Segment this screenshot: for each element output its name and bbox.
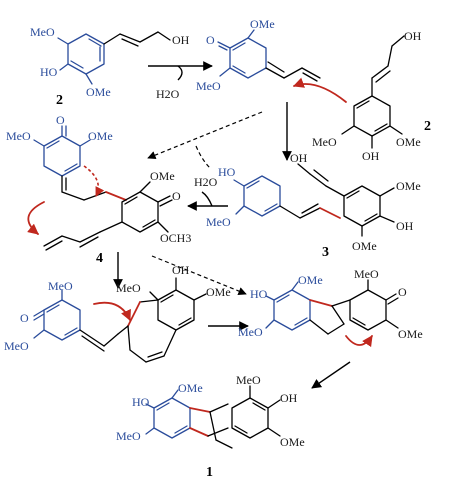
meo-label: MeO: [196, 79, 221, 93]
meo-label: MeO: [4, 339, 29, 353]
o-label: O: [172, 189, 181, 203]
dashed-arrow-4-to-cage: [151, 255, 247, 296]
ome-label: OMe: [298, 273, 323, 287]
quinone-methide-top: O OMe MeO: [196, 17, 321, 93]
compound-3: HO MeO OH OMe OH OMe 3: [206, 151, 421, 260]
meo-label: MeO: [48, 279, 73, 293]
arrow-dehydration-1: H2O: [148, 61, 213, 101]
ome-label: OMe: [88, 129, 113, 143]
oh-label: OH: [172, 33, 190, 47]
meo-label: MeO: [116, 429, 141, 443]
h2o-label: H2O: [156, 87, 180, 101]
dashed-arrow-h2o: [195, 145, 211, 169]
dashed-arrow-to-intermediate: [147, 111, 263, 160]
ome-label: OMe: [178, 381, 203, 395]
o-label: O: [398, 285, 407, 299]
ome-label: OMe: [250, 17, 275, 31]
o-label: O: [56, 113, 65, 127]
ome-label: OMe: [280, 435, 305, 449]
oh-label: OH: [290, 151, 308, 165]
oh-label: OH: [404, 29, 422, 43]
ome-label: OMe: [150, 169, 175, 183]
curly-arrow-cyclization: [27, 201, 45, 235]
molecule-2-right: OH MeO OMe OH 2: [312, 29, 431, 163]
ho-label: HO: [250, 287, 268, 301]
o-label: O: [206, 33, 215, 47]
dashed-curly-arrow: [83, 165, 105, 197]
arrow-h2o-loss: [201, 191, 213, 207]
oh-label: OH: [362, 149, 380, 163]
intermediate-bottom-left: MeO O MeO OH MeO OMe: [4, 263, 231, 363]
ome-label: OMe: [352, 239, 377, 253]
meo-label: MeO: [354, 267, 379, 281]
curly-arrow-tautomerization: [345, 335, 373, 348]
ome-label: OMe: [396, 179, 421, 193]
ho-label: HO: [218, 165, 236, 179]
curly-arrow-attack: [292, 77, 347, 103]
oh-label: OH: [280, 391, 298, 405]
molecule-2-top-left: MeO OH HO OMe 2: [30, 25, 190, 108]
compound-label-2: 2: [424, 119, 431, 134]
ho-label: HO: [132, 395, 150, 409]
compound-label-2: 2: [56, 93, 63, 108]
oh-label: OH: [396, 219, 414, 233]
och3-label: OCH3: [160, 231, 191, 245]
intermediate-bottom-right: HO MeO OMe MeO O OMe: [238, 267, 423, 348]
compound-1: HO MeO OMe MeO OH OMe 1: [116, 373, 305, 480]
ho-label: HO: [40, 65, 58, 79]
meo-label: MeO: [116, 281, 141, 295]
meo-label: MeO: [30, 25, 55, 39]
compound-4: O MeO OMe OMe O OCH3 4: [6, 113, 191, 266]
compound-label-4: 4: [96, 251, 103, 266]
meo-label: MeO: [238, 325, 263, 339]
arrow-to-1: [311, 361, 351, 389]
meo-label: MeO: [312, 135, 337, 149]
meo-label: MeO: [206, 215, 231, 229]
meo-label: MeO: [6, 129, 31, 143]
o-label: O: [20, 311, 29, 325]
compound-label-3: 3: [322, 245, 329, 260]
ome-label: OMe: [206, 285, 231, 299]
ome-label: OMe: [86, 85, 111, 99]
ome-label: OMe: [396, 135, 421, 149]
h2o-label: H2O: [194, 175, 218, 189]
oh-label: OH: [172, 263, 190, 277]
ome-label: OMe: [398, 327, 423, 341]
meo-label: MeO: [236, 373, 261, 387]
curly-arrow-ring-closure: [93, 301, 131, 321]
compound-label-1: 1: [206, 465, 213, 480]
